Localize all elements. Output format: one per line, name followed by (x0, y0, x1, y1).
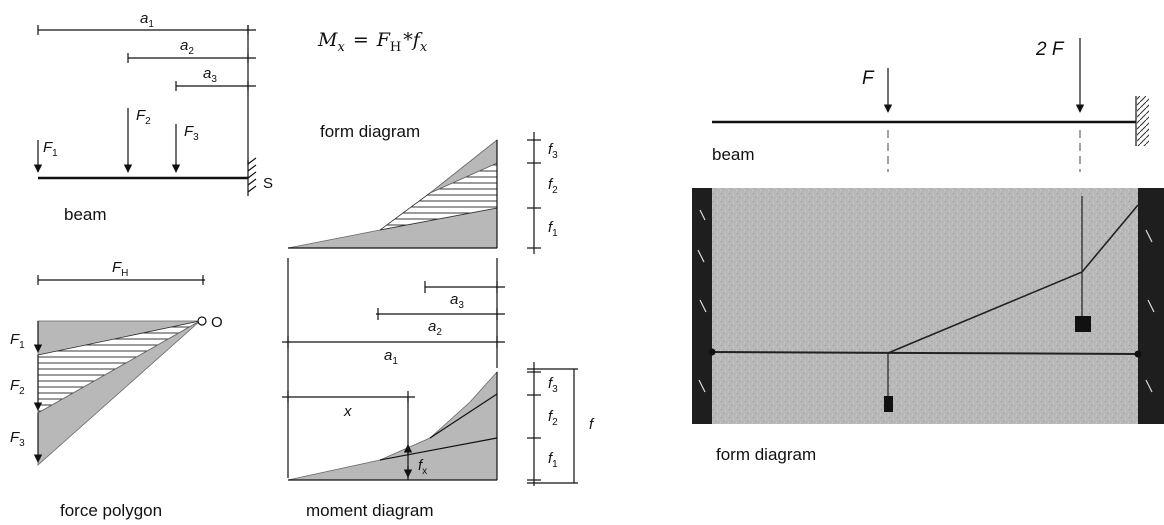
polygon-label-f2: F2 (10, 377, 25, 397)
moment-dimension-a1: a1 (282, 336, 505, 367)
form-label-f3: f3 (548, 141, 558, 161)
fx-label: fx (418, 457, 427, 477)
fixed-support-icon (247, 157, 257, 196)
moment-label-a3: a3 (450, 291, 464, 311)
photo-base-string (711, 351, 1139, 355)
label-a1: a1 (140, 10, 154, 30)
x-label: x (343, 403, 352, 420)
right-force-2f-label: 2 F (1035, 39, 1065, 60)
moment-dimension-a3: a3 (424, 281, 505, 311)
form-label-f2: f2 (548, 176, 558, 196)
moment-area (287, 370, 498, 481)
beam-left-group: a1 a2 a3 S F1 (33, 10, 273, 224)
label-f2: F2 (136, 107, 151, 127)
dimension-a2: a2 (127, 37, 256, 63)
polygon-label-f3: F3 (10, 429, 25, 449)
moment-diagram-caption: moment diagram (306, 501, 434, 520)
moment-diagram-group: a3 a2 a1 x fx (282, 258, 595, 520)
pole-point (197, 316, 207, 326)
photo-weight-f (884, 396, 893, 412)
right-beam-caption: beam (712, 145, 755, 164)
force-arrow-f2: F2 (123, 107, 151, 173)
force-arrow-f3: F3 (171, 123, 199, 173)
form-model-photo (692, 188, 1164, 424)
polygon-label-f1: F1 (10, 331, 25, 351)
pole-label: O (211, 314, 223, 331)
dimension-a3: a3 (175, 65, 256, 91)
moment-label-f-total: f (589, 416, 595, 433)
moment-label-a1: a1 (384, 347, 398, 367)
label-f3: F3 (184, 123, 199, 143)
form-label-f1: f1 (548, 219, 558, 239)
photo-left-frame (692, 188, 712, 424)
form-diagram-caption: form diagram (320, 122, 420, 141)
force-arrow-f1: F1 (33, 139, 58, 173)
dimension-a1: a1 (37, 10, 256, 35)
right-wall-support-icon (1135, 96, 1149, 146)
label-fh: FH (112, 259, 128, 279)
photo-weight-2f (1075, 316, 1091, 332)
moment-label-a2: a2 (428, 318, 442, 338)
moment-dimension-a2: a2 (376, 308, 505, 338)
moment-label-f2: f2 (548, 408, 558, 428)
right-panel-group: F 2 F beam (692, 38, 1164, 464)
formula: Mx=FH*fx (317, 29, 428, 55)
force-polygon-caption: force polygon (60, 501, 162, 520)
support-label: S (263, 175, 273, 192)
moment-label-f3: f3 (548, 375, 558, 395)
moment-label-f1: f1 (548, 450, 558, 470)
label-a3: a3 (203, 65, 217, 85)
right-form-caption: form diagram (716, 445, 816, 464)
force-polygon-group: FH O F1 F2 F3 force polygon (10, 259, 223, 520)
beam-caption: beam (64, 205, 107, 224)
label-a2: a2 (180, 37, 194, 57)
form-diagram-left-group: form diagram f3 f2 f1 (287, 122, 558, 254)
label-f1: F1 (43, 139, 58, 159)
right-force-f-label: F (862, 68, 875, 89)
